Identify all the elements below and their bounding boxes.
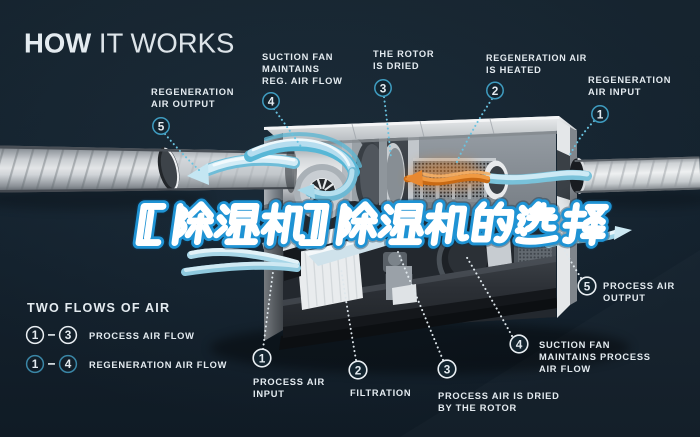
- svg-text:REGENERATION: REGENERATION: [588, 75, 671, 85]
- svg-text:REGENERATION: REGENERATION: [151, 87, 234, 97]
- svg-text:REG. AIR FLOW: REG. AIR FLOW: [262, 76, 343, 86]
- svg-text:3: 3: [65, 328, 72, 342]
- svg-text:1: 1: [259, 352, 266, 366]
- svg-text:2: 2: [492, 84, 499, 98]
- svg-text:2: 2: [355, 364, 362, 378]
- svg-text:SUCTION FAN: SUCTION FAN: [539, 340, 610, 350]
- svg-text:AIR FLOW: AIR FLOW: [539, 364, 591, 374]
- svg-text:THE ROTOR: THE ROTOR: [373, 49, 434, 59]
- svg-text:4: 4: [516, 338, 523, 352]
- svg-text:5: 5: [584, 280, 591, 294]
- svg-text:PROCESS AIR: PROCESS AIR: [253, 377, 325, 387]
- svg-text:AIR INPUT: AIR INPUT: [588, 87, 641, 97]
- svg-text:SUCTION FAN: SUCTION FAN: [262, 52, 333, 62]
- svg-text:1: 1: [32, 357, 39, 371]
- svg-text:MAINTAINS PROCESS: MAINTAINS PROCESS: [539, 352, 651, 362]
- svg-text:1: 1: [32, 328, 39, 342]
- svg-text:PROCESS AIR: PROCESS AIR: [603, 281, 675, 291]
- svg-text:HOW IT WORKS: HOW IT WORKS: [24, 28, 234, 59]
- svg-text:BY THE ROTOR: BY THE ROTOR: [438, 403, 517, 413]
- svg-text:4: 4: [268, 95, 275, 109]
- svg-text:1: 1: [597, 108, 604, 122]
- svg-text:REGENERATION AIR: REGENERATION AIR: [486, 53, 587, 63]
- svg-text:IS HEATED: IS HEATED: [486, 65, 542, 75]
- svg-text:INPUT: INPUT: [253, 389, 285, 399]
- svg-text:PROCESS AIR IS DRIED: PROCESS AIR IS DRIED: [438, 391, 560, 401]
- svg-text:REGENERATION AIR FLOW: REGENERATION AIR FLOW: [89, 360, 227, 370]
- svg-text:MAINTAINS: MAINTAINS: [262, 64, 320, 74]
- svg-text:OUTPUT: OUTPUT: [603, 293, 646, 303]
- svg-text:FILTRATION: FILTRATION: [350, 388, 411, 398]
- svg-text:5: 5: [158, 120, 165, 134]
- svg-text:3: 3: [380, 82, 387, 96]
- svg-text:IS DRIED: IS DRIED: [373, 61, 419, 71]
- svg-text:PROCESS AIR FLOW: PROCESS AIR FLOW: [89, 331, 195, 341]
- svg-text:4: 4: [65, 357, 72, 371]
- svg-text:AIR OUTPUT: AIR OUTPUT: [151, 99, 215, 109]
- svg-text:TWO FLOWS OF AIR: TWO FLOWS OF AIR: [27, 301, 170, 315]
- svg-text:3: 3: [444, 363, 451, 377]
